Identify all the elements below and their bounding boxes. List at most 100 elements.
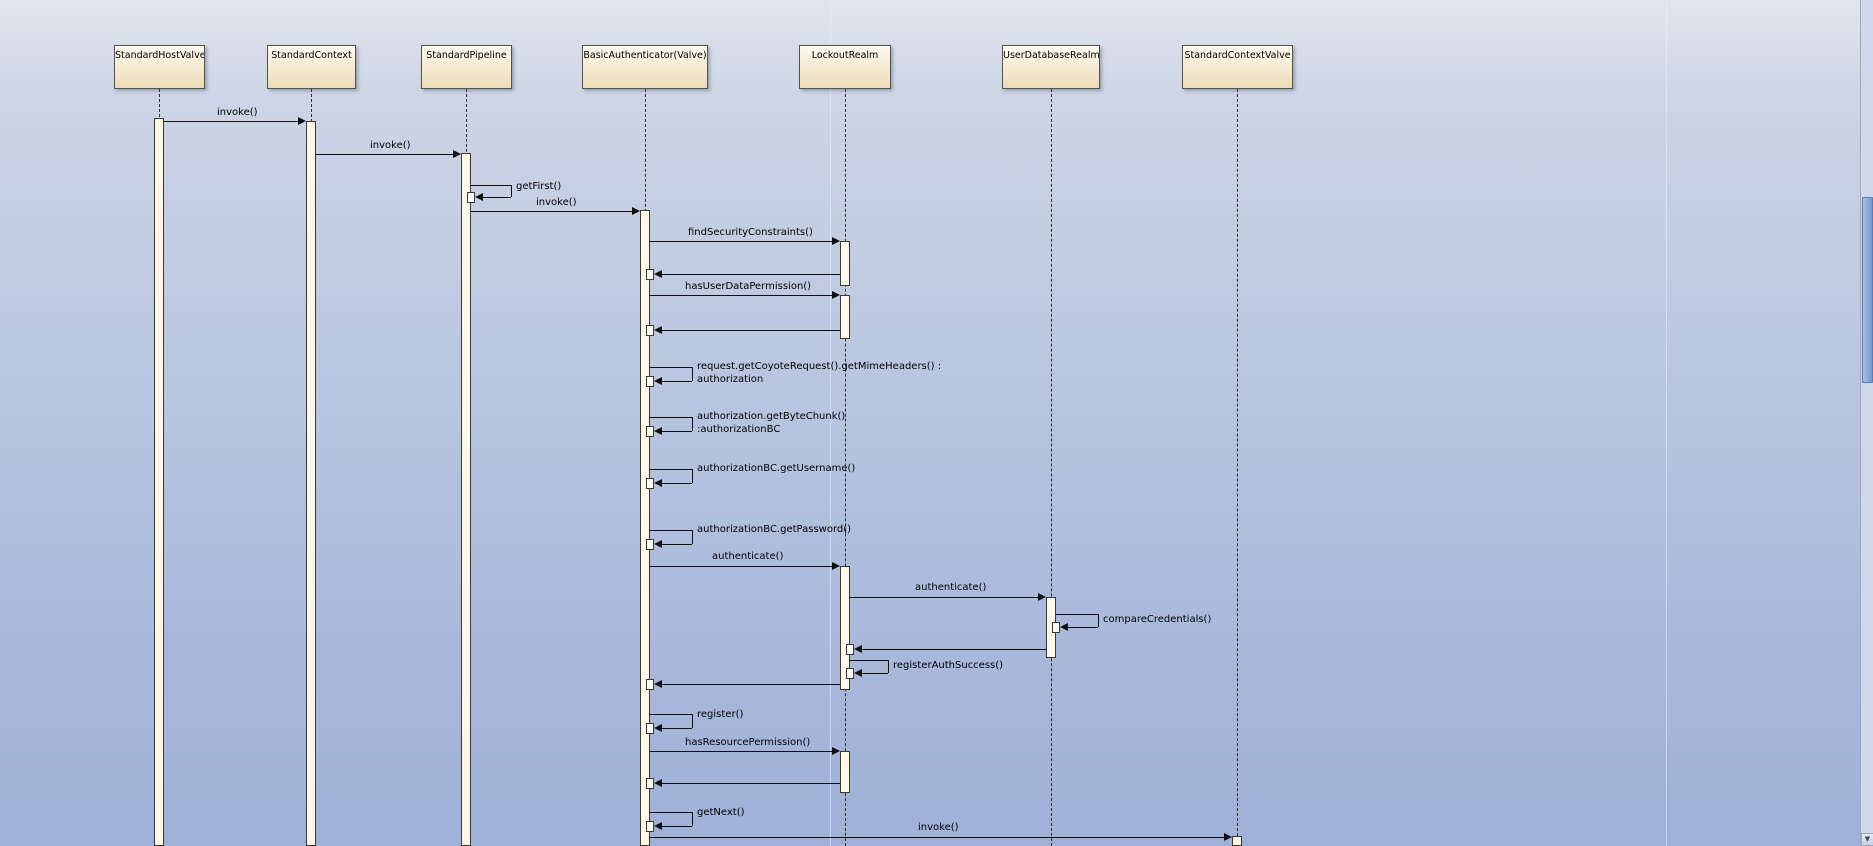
message-line: [1098, 614, 1099, 627]
message-line: [483, 197, 511, 198]
object-standardcontextvalve[interactable]: StandardContextValve: [1182, 45, 1293, 89]
message-line: [164, 121, 298, 122]
object-standardcontext[interactable]: StandardContext: [267, 45, 356, 89]
activation-standardhostvalve[interactable]: [154, 118, 164, 846]
vertical-scrollbar[interactable]: ▼: [1860, 0, 1873, 846]
message-line: [1068, 627, 1098, 628]
nested-activation: [646, 723, 654, 734]
nested-activation: [646, 778, 654, 789]
message-label: request.getCoyoteRequest().getMimeHeader…: [697, 361, 942, 372]
message-line: [650, 530, 692, 531]
message-label: invoke(): [217, 107, 258, 118]
activation-lockoutrealm-3[interactable]: [840, 566, 850, 690]
nested-activation: [846, 668, 854, 679]
message-line: [692, 469, 693, 483]
lifeline-userdatabaserealm[interactable]: [1051, 89, 1052, 846]
scrollbar-down-button[interactable]: ▼: [1861, 833, 1873, 846]
activation-lockoutrealm-2[interactable]: [840, 295, 850, 339]
message-label: hasUserDataPermission(): [685, 281, 812, 292]
message-label: invoke(): [918, 822, 959, 833]
message-line: [650, 714, 692, 715]
message-line: [650, 566, 832, 567]
arrowhead-icon: [1038, 593, 1046, 601]
message-line: [662, 544, 692, 545]
arrowhead-icon: [1224, 833, 1232, 841]
object-label: StandardContext: [271, 50, 352, 61]
activation-standardcontextvalve[interactable]: [1232, 836, 1242, 846]
activation-basicauthenticator[interactable]: [640, 210, 650, 846]
message-label: authorization.getByteChunk(): [697, 411, 846, 422]
object-label: StandardContextValve: [1184, 50, 1291, 61]
message-line: [650, 417, 692, 418]
message-line: [862, 649, 1046, 650]
object-label: BasicAuthenticator(Valve): [583, 50, 707, 61]
arrowhead-icon: [654, 270, 662, 278]
message-line: [692, 812, 693, 826]
arrowhead-icon: [453, 150, 461, 158]
arrowhead-icon: [298, 117, 306, 125]
message-line: [662, 728, 692, 729]
object-label: StandardHostValve: [115, 50, 205, 61]
message-label: register(): [697, 709, 744, 720]
arrowhead-icon: [632, 207, 640, 215]
page-guide-line: [1666, 0, 1667, 846]
activation-lockoutrealm-4[interactable]: [840, 751, 850, 793]
message-line: [862, 673, 888, 674]
nested-activation: [846, 644, 854, 655]
arrowhead-icon: [654, 326, 662, 334]
message-line: [850, 597, 1038, 598]
object-lockoutrealm[interactable]: LockoutRealm: [799, 45, 891, 89]
object-standardpipeline[interactable]: StandardPipeline: [421, 45, 512, 89]
message-line: [650, 751, 832, 752]
arrowhead-icon: [654, 680, 662, 688]
message-line: [662, 431, 692, 432]
object-label: UserDatabaseRealm: [1003, 50, 1100, 61]
arrowhead-icon: [654, 822, 662, 830]
object-standardhostvalve[interactable]: StandardHostValve: [114, 45, 205, 89]
message-line: [662, 381, 692, 382]
message-label: authorizationBC.getPassword(): [697, 524, 852, 535]
message-line: [692, 714, 693, 728]
message-line: [650, 469, 692, 470]
message-label-line2: authorization: [697, 374, 764, 385]
activation-lockoutrealm-1[interactable]: [840, 241, 850, 286]
nested-activation: [646, 539, 654, 550]
arrowhead-icon: [1060, 623, 1068, 631]
message-label-line2: :authorizationBC: [697, 424, 781, 435]
message-line: [692, 530, 693, 544]
message-label: invoke(): [370, 140, 411, 151]
nested-activation: [646, 478, 654, 489]
arrowhead-icon: [832, 291, 840, 299]
message-line: [471, 211, 632, 212]
nested-activation: [646, 821, 654, 832]
message-label: hasResourcePermission(): [685, 737, 811, 748]
arrowhead-icon: [475, 193, 483, 201]
nested-activation: [646, 679, 654, 690]
message-line: [692, 367, 693, 381]
arrowhead-icon: [854, 645, 862, 653]
lifeline-standardcontextvalve[interactable]: [1237, 89, 1238, 846]
activation-standardcontext[interactable]: [306, 121, 316, 846]
message-line: [650, 295, 832, 296]
message-line: [471, 185, 511, 186]
object-userdatabaserealm[interactable]: UserDatabaseRealm: [1002, 45, 1100, 89]
message-label: compareCredentials(): [1103, 614, 1212, 625]
scrollbar-thumb[interactable]: [1862, 197, 1873, 383]
message-label: authenticate(): [712, 551, 784, 562]
message-label: getNext(): [697, 807, 745, 818]
arrowhead-icon: [654, 540, 662, 548]
object-label: StandardPipeline: [426, 50, 507, 61]
activation-standardpipeline[interactable]: [461, 153, 471, 846]
chevron-down-icon: ▼: [1864, 835, 1871, 843]
nested-activation: [646, 376, 654, 387]
message-line: [316, 154, 453, 155]
arrowhead-icon: [854, 669, 862, 677]
message-line: [692, 417, 693, 431]
object-basicauthenticator[interactable]: BasicAuthenticator(Valve): [582, 45, 708, 89]
message-line: [662, 684, 840, 685]
message-line: [650, 812, 692, 813]
message-line: [662, 483, 692, 484]
lifeline-lockoutrealm[interactable]: [845, 89, 846, 846]
nested-activation: [1052, 622, 1060, 633]
